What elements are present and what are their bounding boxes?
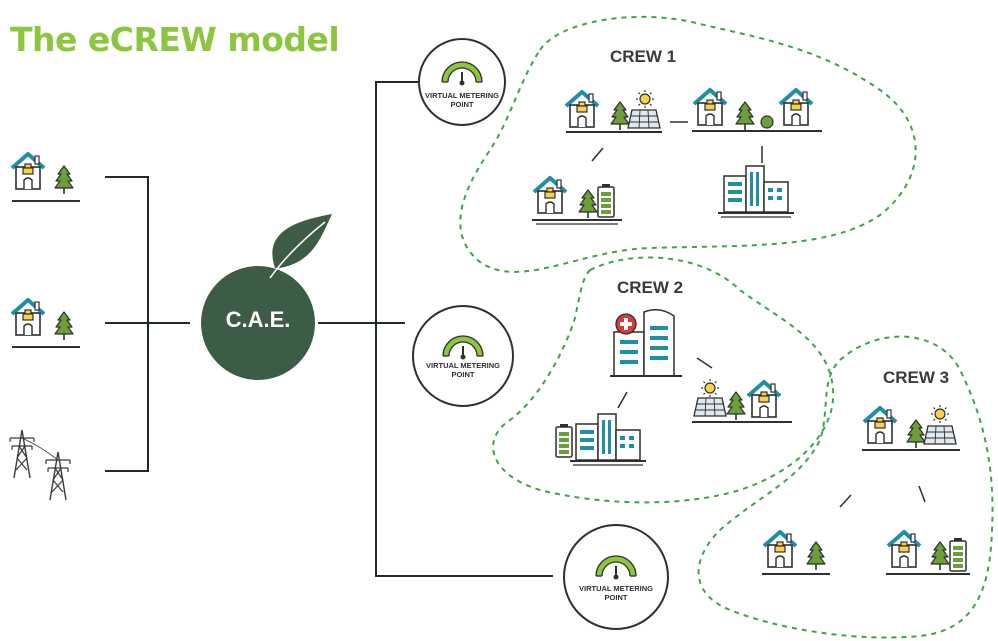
metering-point-2-label-line1: VIRTUAL METERING [425, 361, 501, 370]
battery-icon [555, 423, 573, 458]
house-icon [762, 530, 798, 569]
office-building-icon [569, 413, 647, 466]
battery-icon [949, 537, 967, 572]
solar-panel-icon [923, 425, 957, 445]
crew-1-house-solar [564, 89, 662, 133]
metering-point-3-label-line1: VIRTUAL METERING [578, 584, 654, 593]
crew-2-boundary [492, 256, 835, 504]
tree-icon [906, 419, 926, 449]
cae-node [201, 214, 332, 380]
house-icon [692, 88, 728, 127]
tree-icon [930, 541, 950, 571]
metering-point-1-label: VIRTUAL METERING POINT [417, 91, 507, 109]
solar-panel-icon [693, 397, 727, 417]
house-icon [564, 90, 600, 129]
tree-icon [806, 541, 826, 571]
office-building-icon [717, 165, 795, 218]
tree-icon [610, 101, 630, 131]
house-icon [532, 176, 568, 215]
crew-1-boundary [459, 15, 917, 273]
left-house-2 [10, 298, 80, 348]
crew-3-label: CREW 3 [883, 368, 950, 387]
sun-icon [930, 404, 950, 424]
house-icon [778, 88, 814, 127]
house-icon [746, 380, 782, 419]
crew-2-house-solar [692, 378, 792, 423]
cae-label: C.A.E. [225, 307, 291, 332]
power-pylon-icon [9, 429, 71, 501]
left-house-1 [10, 152, 80, 202]
sun-icon [700, 378, 720, 398]
tree-icon [726, 391, 746, 421]
metering-point-2-label: VIRTUAL METERING POINT [418, 361, 508, 379]
crew-2-hospital [610, 309, 682, 377]
page-title: The eCREW model [10, 20, 340, 59]
house-icon [862, 406, 898, 445]
solar-panel-icon [627, 109, 661, 129]
metering-point-3 [563, 524, 669, 630]
tree-icon [735, 101, 755, 131]
crew-3-house-battery [886, 530, 970, 575]
sun-icon [635, 89, 655, 109]
metering-point-3-label: VIRTUAL METERING POINT [571, 584, 661, 602]
crew-2-label: CREW 2 [617, 278, 684, 297]
metering-point-3-label-line2: POINT [604, 593, 628, 602]
battery-icon [597, 183, 615, 218]
metering-point-2 [412, 305, 514, 407]
house-icon [886, 530, 922, 569]
crew-1-label: CREW 1 [610, 47, 677, 66]
tree-icon [578, 189, 598, 219]
metering-point-1 [418, 38, 506, 126]
metering-point-1-label-line1: VIRTUAL METERING [424, 91, 500, 100]
crew-1-office [717, 165, 795, 218]
metering-point-2-label-line2: POINT [451, 370, 475, 379]
crew-1-house-battery [532, 176, 622, 225]
crew-1-houses-pair [692, 88, 822, 132]
metering-point-1-label-line2: POINT [450, 100, 474, 109]
crew-2-office [555, 413, 647, 466]
crew-3-house [762, 530, 830, 575]
crew-3-boundary [697, 335, 994, 639]
crew-3-house-solar [862, 404, 960, 451]
right-connectors [318, 81, 553, 577]
left-connectors [105, 176, 190, 472]
